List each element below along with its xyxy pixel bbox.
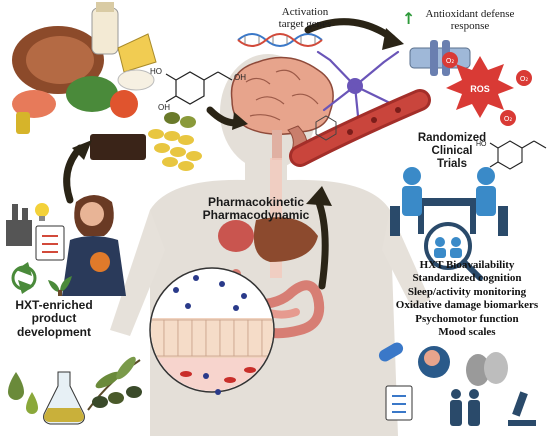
arrowhead-food: [72, 140, 92, 160]
outcome-item: Sleep/activity monitoring: [407, 285, 527, 298]
magnifier-people-icon: [424, 222, 483, 281]
blood-vessel-icon: [289, 89, 431, 167]
molecule-top-ho-left: HO: [150, 67, 162, 76]
ros-label: ROS: [470, 84, 490, 94]
outcome-item: Mood scales: [438, 326, 496, 339]
olive-branch-icon: [87, 356, 142, 411]
molecule-right-ho: HO: [476, 141, 487, 148]
arrow-gut-to-circulation: [314, 196, 329, 290]
randomized-clinical-trials-label: Randomized Clinical Trials: [412, 132, 492, 171]
activation-line-2: target genes: [278, 18, 332, 31]
lightbulb-icon: [35, 203, 49, 221]
hxt-line-3: development: [16, 324, 91, 339]
hxt-line-1: HXT-enriched: [15, 298, 93, 312]
hxt-product-development-label: HXT-enriched product development: [4, 298, 104, 339]
theater-masks-icon: [466, 352, 508, 386]
antioxidant-up-arrow: ↑: [402, 9, 415, 28]
recycle-icon: [11, 262, 37, 294]
clipboard-icon: [35, 225, 65, 261]
ros-burst-icon: ROS O₂ O₂ O₂: [442, 52, 532, 126]
pill-capsule-icon: [378, 342, 404, 362]
outcome-item: Psychomotor function: [415, 312, 519, 325]
flow-arrowheads: [72, 28, 404, 206]
o2-label-3: O₂: [504, 115, 513, 123]
arrowhead-circulation: [306, 186, 332, 206]
antioxidant-line-1: Antioxidant defense: [425, 8, 515, 20]
outcome-item: HXT Bioavailability: [419, 259, 515, 271]
oil-drops-icon: [8, 372, 38, 414]
olive-oil-flask-icon: [43, 371, 85, 425]
dna-helix-icon: [237, 33, 323, 47]
o2-label-2: O₂: [520, 75, 529, 83]
activation-target-genes-label: Activation target genes: [250, 6, 360, 31]
thoracic-organs: [218, 217, 318, 262]
antioxidant-defense-label: Antioxidant defense response: [395, 8, 545, 33]
elderly-people-icon: [450, 389, 480, 426]
chocolate-olives-icon: [90, 112, 202, 171]
outcome-item: Oxidative damage biomarkers: [395, 299, 539, 312]
rct-line-1: Randomized: [417, 132, 487, 144]
product-developer-person: [62, 195, 126, 296]
hxt-molecule-small: [315, 115, 337, 141]
brain-head-icon: [418, 346, 450, 378]
microscope-icon: [508, 391, 536, 426]
neuron-icon: [316, 50, 400, 138]
factory-icon: [6, 204, 32, 246]
pk-line-1: Pharmacokinetic: [207, 195, 305, 209]
clinical-outcomes-list: HXT Bioavailability Standardized cogniti…: [384, 259, 550, 339]
molecule-top-oh-bottom: OH: [158, 103, 170, 112]
arrow-product-to-food: [63, 144, 84, 204]
o2-label-1: O₂: [446, 57, 455, 65]
clinical-trial-scene: [390, 167, 508, 236]
rct-line-3: Trials: [436, 157, 468, 170]
arrow-genes-to-antioxidant: [304, 18, 396, 42]
molecule-top-oh-right: OH: [234, 73, 246, 82]
hxt-line-2: product: [31, 311, 77, 326]
outcome-item: Standardized cognition: [412, 272, 522, 285]
rct-line-2: Clinical: [431, 144, 473, 157]
checklist-icon: [385, 385, 413, 421]
arrowhead-antioxidant: [382, 28, 404, 50]
hxt-molecule-top: [165, 71, 233, 105]
pharmacokinetic-pharmacodynamic-label: Pharmacokinetic Pharmacodynamic: [196, 195, 316, 223]
arrowhead-brain: [232, 112, 248, 130]
hxt-molecule-right: [489, 140, 547, 170]
pk-line-2: Pharmacodynamic: [202, 208, 310, 223]
seedling-icon: [48, 276, 72, 296]
activation-line-1: Activation: [281, 6, 329, 18]
intestinal-epithelium-panel: [149, 267, 275, 395]
food-cluster-icon: [12, 2, 157, 134]
antioxidant-line-2: response: [450, 20, 490, 33]
